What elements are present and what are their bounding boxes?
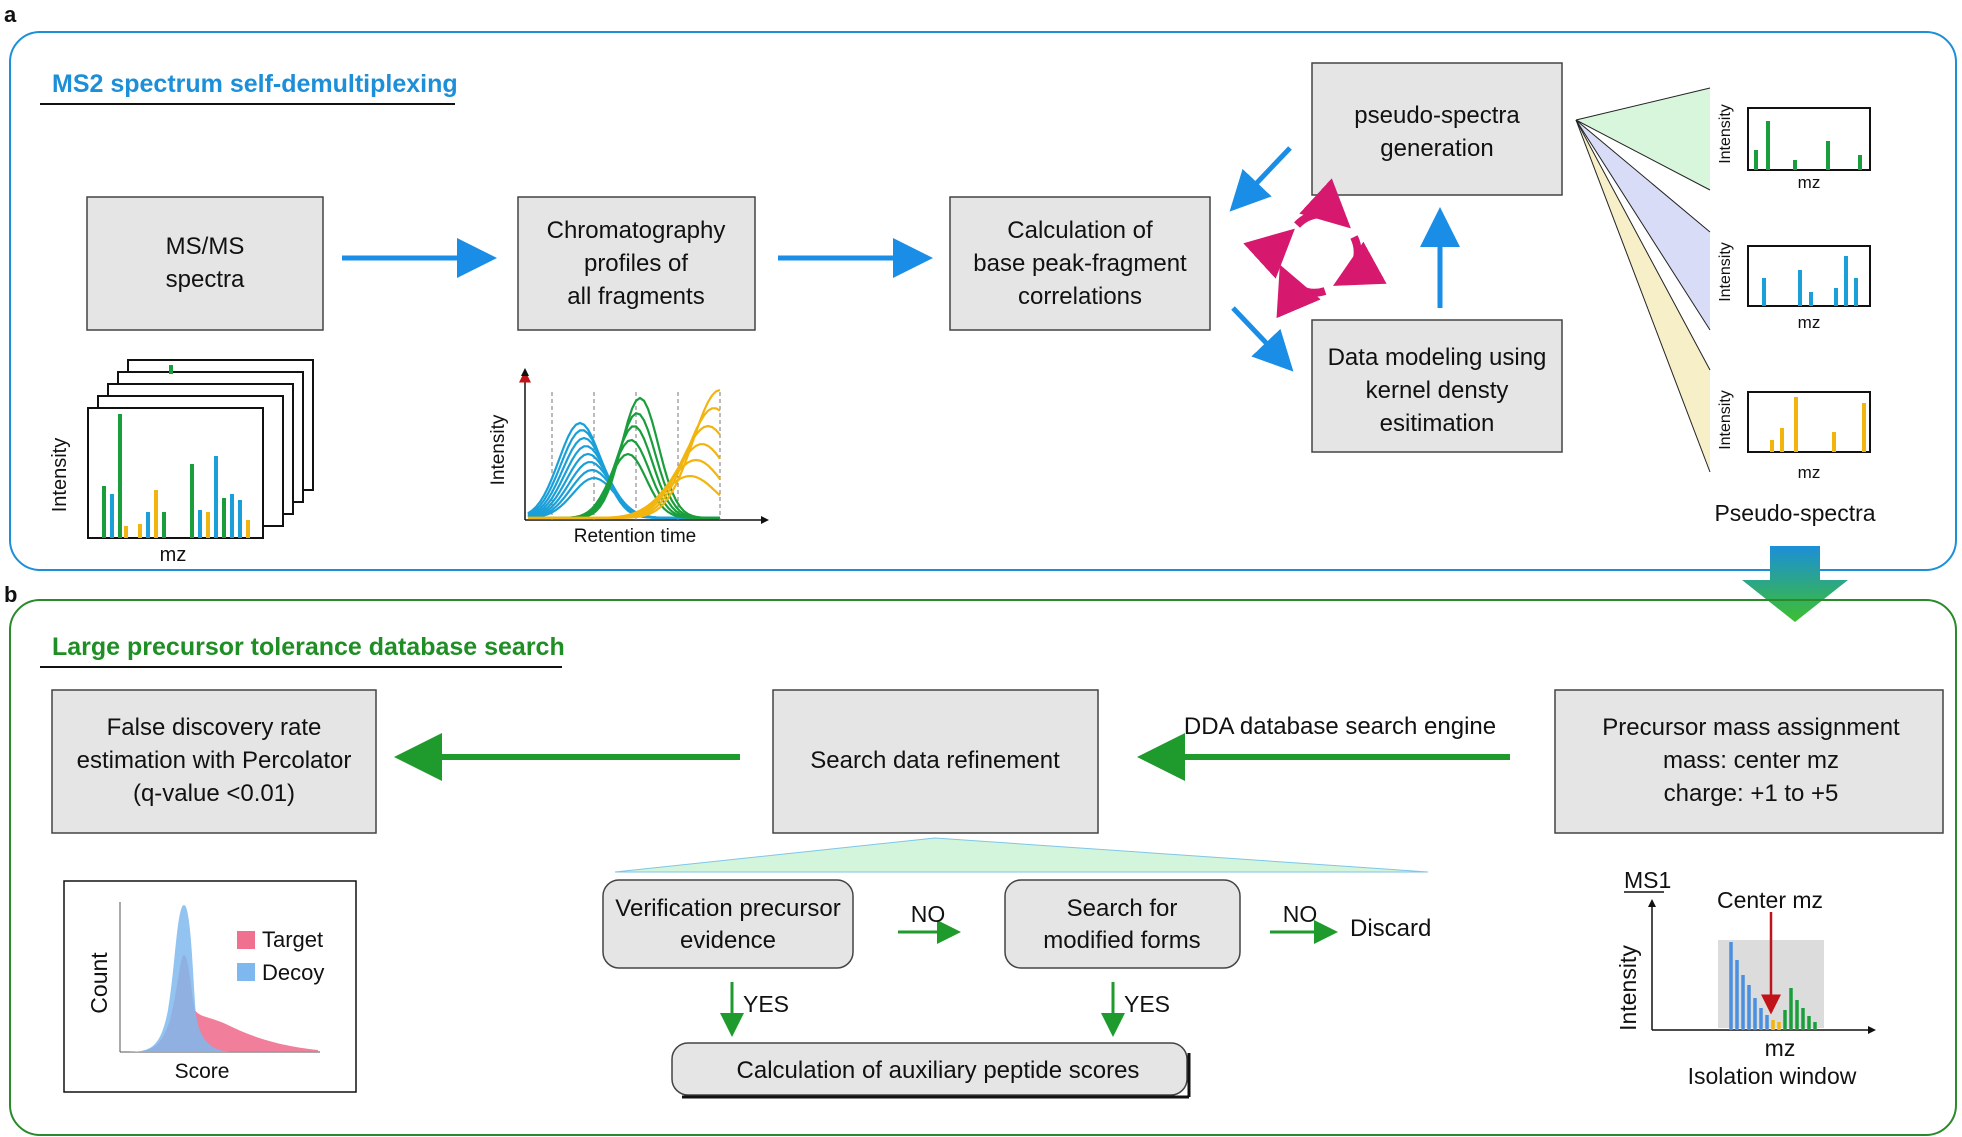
pseudo-2-peaks <box>1762 256 1858 306</box>
chrom-curves <box>527 388 721 520</box>
isolation-window-caption: Isolation window <box>1688 1063 1857 1089</box>
precursor-line-2: mass: center mz <box>1663 747 1839 774</box>
aux-scores-box: Calculation of auxiliary peptide scores <box>671 1042 1191 1099</box>
calc-line-1: Calculation of <box>1007 217 1153 244</box>
modified-line-1: Search for <box>1067 895 1178 922</box>
kde-line-1: Data modeling using <box>1328 344 1547 371</box>
msms-ylabel: Intensity <box>49 438 71 512</box>
chrom-line-2: profiles of <box>584 250 688 277</box>
modified-line-2: modified forms <box>1043 927 1200 954</box>
pseudo-line-1: pseudo-spectra <box>1354 102 1520 129</box>
kde-box: Data modeling using kernel densty esitim… <box>1311 319 1563 453</box>
precursor-line-3: charge: +1 to +5 <box>1664 780 1839 807</box>
msms-line-1: MS/MS <box>166 233 245 260</box>
msms-stack-illustration: Intensity mz <box>49 359 314 566</box>
panel-transition-arrow <box>1742 546 1848 622</box>
score-xlabel: Score <box>175 1060 230 1083</box>
aux-line-1: Calculation of auxiliary peptide scores <box>737 1057 1140 1084</box>
chrom-profiles-illustration: Intensity Retention time <box>488 368 769 547</box>
refine-line-1: Search data refinement <box>810 747 1060 774</box>
chrom-line-3: all fragments <box>567 283 704 310</box>
iteration-cycle-icon <box>1243 178 1387 319</box>
panel-b-letter: b <box>4 582 17 607</box>
calculation-box: Calculation of base peak-fragment correl… <box>949 196 1211 331</box>
decoy-distribution <box>124 905 230 1052</box>
pseudo-3-peaks <box>1770 397 1866 452</box>
decoy-legend-swatch <box>237 963 255 981</box>
ms1-xlabel: mz <box>1765 1035 1796 1061</box>
chrom-curve-yellow-5 <box>528 475 721 520</box>
chrom-curve-yellow-0 <box>528 388 721 520</box>
calc-line-2: base peak-fragment <box>973 250 1187 277</box>
no-label-2: NO <box>1283 901 1318 927</box>
fdr-line-1: False discovery rate <box>107 714 322 741</box>
yes-label-2: YES <box>1124 991 1170 1017</box>
ms1-ylabel: Intensity <box>1615 945 1641 1031</box>
panel-a-letter: a <box>4 2 17 27</box>
refinement-box: Search data refinement <box>772 689 1099 834</box>
chrom-ylabel: Intensity <box>488 414 509 485</box>
pseudo-3-ylabel: Intensity <box>1717 390 1734 450</box>
pseudo-3-xlabel: mz <box>1798 463 1821 482</box>
panel-a-frame <box>9 31 1957 571</box>
pseudo-spectrum-2: Intensity mz <box>1717 242 1871 332</box>
verification-box: Verification precursor evidence <box>602 879 854 969</box>
pseudo-2-xlabel: mz <box>1798 313 1821 332</box>
refinement-expansion <box>614 837 1429 873</box>
kde-line-2: kernel densty <box>1366 377 1509 404</box>
search-engine-label: DDA database search engine <box>1184 713 1496 740</box>
panel-b-frame <box>9 599 1957 1136</box>
verify-line-1: Verification precursor <box>615 895 840 922</box>
fdr-box: False discovery rate estimation with Per… <box>51 689 377 834</box>
pseudo-1-peaks <box>1754 121 1862 170</box>
msms-spectra-box: MS/MS spectra <box>86 196 324 331</box>
ms1-peaks <box>1729 942 1817 1030</box>
target-legend-swatch <box>237 931 255 949</box>
target-legend: Target <box>262 927 323 952</box>
pseudo-2-ylabel: Intensity <box>1717 242 1734 302</box>
precursor-box: Precursor mass assignment mass: center m… <box>1554 689 1944 834</box>
center-mz-label: Center mz <box>1717 887 1823 913</box>
pseudo-1-ylabel: Intensity <box>1717 104 1734 164</box>
kde-line-3: esitimation <box>1380 410 1495 437</box>
fdr-line-3: (q-value <0.01) <box>133 780 295 807</box>
pseudo-1-xlabel: mz <box>1798 173 1821 192</box>
pseudo-spectrum-1: Intensity mz <box>1717 104 1871 192</box>
verify-line-2: evidence <box>680 927 776 954</box>
arrow-calc-to-kde <box>1231 306 1294 372</box>
arrow-pseudo-to-calc <box>1229 146 1292 212</box>
chrom-xlabel: Retention time <box>574 526 697 547</box>
pseudo-line-2: generation <box>1380 135 1493 162</box>
chromatography-box: Chromatography profiles of all fragments <box>517 196 756 331</box>
modified-forms-box: Search for modified forms <box>1004 879 1241 969</box>
msms-xlabel: mz <box>160 544 187 566</box>
yes-label-1: YES <box>743 991 789 1017</box>
pseudo-spectra-fan <box>1575 87 1711 473</box>
pseudo-spectra-caption: Pseudo-spectra <box>1714 500 1875 526</box>
calc-line-3: correlations <box>1018 283 1142 310</box>
score-ylabel: Count <box>86 952 112 1014</box>
panel-a-title: MS2 spectrum self-demultiplexing <box>52 70 458 98</box>
pseudo-spectrum-3: Intensity mz <box>1717 390 1871 482</box>
decoy-legend: Decoy <box>262 960 324 985</box>
ms1-title: MS1 <box>1624 867 1671 893</box>
chrom-line-1: Chromatography <box>547 217 726 244</box>
no-label-1: NO <box>911 901 946 927</box>
precursor-line-1: Precursor mass assignment <box>1602 714 1900 741</box>
msms-line-2: spectra <box>166 266 245 293</box>
discard-label: Discard <box>1350 915 1431 942</box>
fdr-line-2: estimation with Percolator <box>77 747 352 774</box>
msms-peaks <box>102 414 250 538</box>
ms1-isolation-plot: MS1 Center mz Intensity mz Isolati <box>1615 867 1876 1089</box>
panel-b-title: Large precursor tolerance database searc… <box>52 633 565 661</box>
pseudo-generation-box: pseudo-spectra generation <box>1311 62 1563 196</box>
score-distribution-plot: Target Decoy Count Score <box>63 880 357 1093</box>
